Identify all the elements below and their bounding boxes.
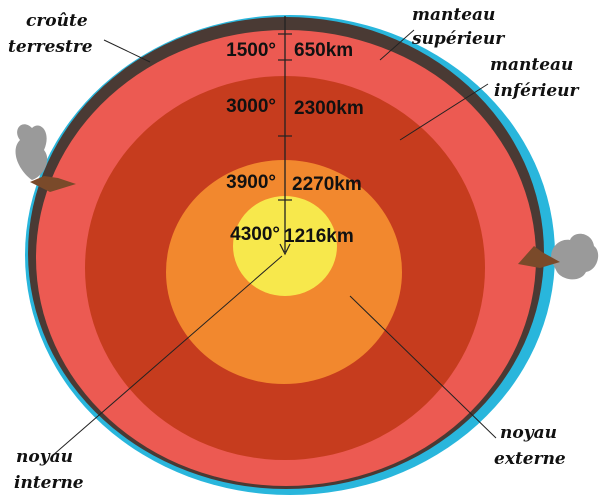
thickness-lower-mantle: 2300km	[294, 98, 364, 119]
temp-inner-core: 4300°	[230, 224, 280, 245]
temp-lower-mantle: 3000°	[226, 96, 276, 117]
label-upper-mantle-line2: supérieur	[411, 29, 505, 49]
label-outer-core-line2: externe	[494, 449, 566, 469]
smoke-left-icon	[15, 124, 48, 180]
label-upper-mantle-line1: manteau	[412, 5, 495, 25]
pointer-inner-core	[51, 255, 283, 457]
pointer-lower-mantle	[399, 83, 489, 141]
temp-outer-core: 3900°	[226, 172, 276, 193]
label-outer-core-line1: noyau	[500, 423, 557, 443]
axis-arrow-icon	[279, 243, 291, 256]
thickness-upper-mantle: 650km	[294, 40, 353, 61]
label-inner-core-line2: interne	[14, 473, 84, 493]
label-inner-core-line1: noyau	[16, 447, 73, 467]
pointer-crust	[103, 39, 151, 63]
label-lower-mantle-line1: manteau	[490, 55, 573, 75]
label-crust-line2: terrestre	[8, 37, 93, 57]
label-lower-mantle-line2: inférieur	[494, 81, 580, 101]
thickness-outer-core: 2270km	[292, 174, 362, 195]
label-crust-line1: croûte	[26, 11, 88, 31]
smoke-right-icon	[551, 233, 599, 280]
volcano-right-icon	[518, 246, 560, 268]
temp-upper-mantle: 1500°	[226, 40, 276, 61]
pointer-outer-core	[349, 295, 497, 439]
pointer-upper-mantle	[379, 29, 415, 61]
volcano-left-icon	[30, 176, 76, 192]
thickness-inner-core: 1216km	[284, 226, 354, 247]
